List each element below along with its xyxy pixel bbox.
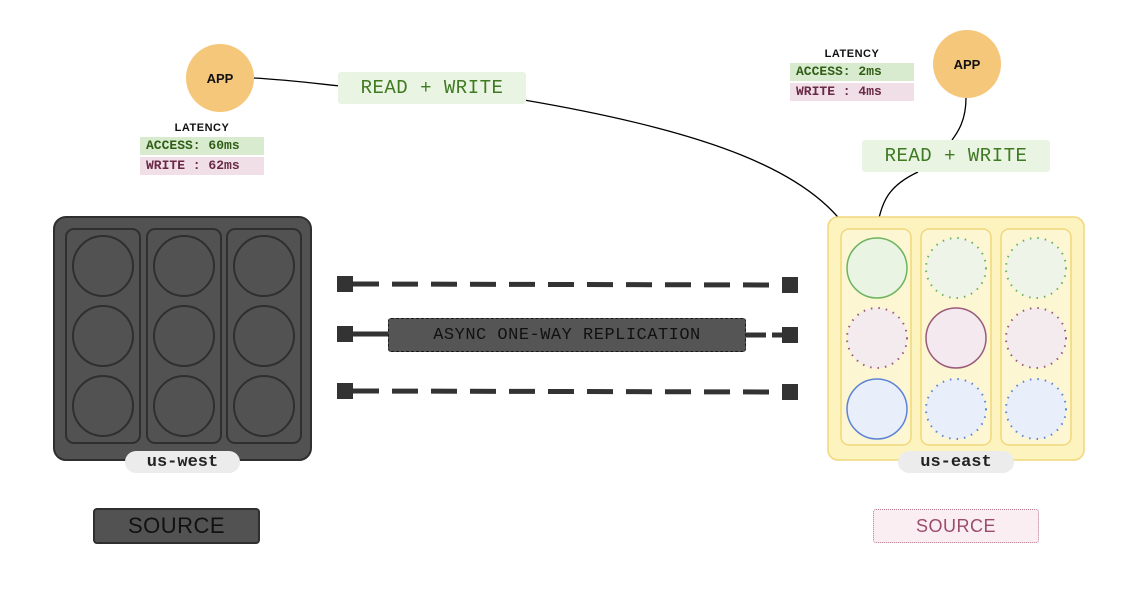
west-node-1-3 [233, 235, 295, 297]
latency-title-left: LATENCY [174, 122, 230, 134]
latency-title-right: LATENCY [824, 48, 880, 60]
east-node-green-primary [846, 237, 908, 299]
region-label-east: us-east [898, 451, 1014, 473]
app-right-label: APP [953, 56, 981, 72]
read-write-arrow-left [253, 77, 856, 244]
app-left: APP [186, 44, 254, 112]
us-west-cluster [53, 216, 312, 461]
east-node-pink-replica-2 [1005, 307, 1067, 369]
west-node-2-3 [233, 305, 295, 367]
east-node-green-replica-2 [1005, 237, 1067, 299]
region-label-west: us-west [125, 451, 240, 473]
west-node-3-2 [153, 375, 215, 437]
us-east-cluster [827, 216, 1085, 461]
read-write-label-right: READ + WRITE [862, 140, 1050, 172]
west-node-2-1 [72, 305, 134, 367]
latency-panel-right: LATENCY ACCESS: 2ms WRITE : 4ms [790, 48, 914, 101]
latency-access-right: ACCESS: 2ms [790, 63, 914, 81]
west-node-3-3 [233, 375, 295, 437]
east-node-blue-replica-2 [1005, 378, 1067, 440]
east-node-green-replica-1 [925, 237, 987, 299]
latency-write-left: WRITE : 62ms [140, 157, 264, 175]
east-node-pink-primary [925, 307, 987, 369]
app-left-label: APP [206, 70, 234, 86]
replication-lines [337, 276, 798, 400]
read-write-label-left: READ + WRITE [338, 72, 526, 104]
source-badge-west: SOURCE [93, 508, 260, 544]
east-node-blue-primary [846, 378, 908, 440]
east-node-blue-replica-1 [925, 378, 987, 440]
source-badge-east: SOURCE [873, 509, 1039, 543]
latency-access-left: ACCESS: 60ms [140, 137, 264, 155]
west-node-2-2 [153, 305, 215, 367]
west-node-3-1 [72, 375, 134, 437]
replication-label: ASYNC ONE-WAY REPLICATION [388, 318, 746, 352]
east-node-pink-replica-1 [846, 307, 908, 369]
west-node-1-2 [153, 235, 215, 297]
west-node-1-1 [72, 235, 134, 297]
app-right: APP [933, 30, 1001, 98]
latency-write-right: WRITE : 4ms [790, 83, 914, 101]
latency-panel-left: LATENCY ACCESS: 60ms WRITE : 62ms [140, 122, 264, 175]
